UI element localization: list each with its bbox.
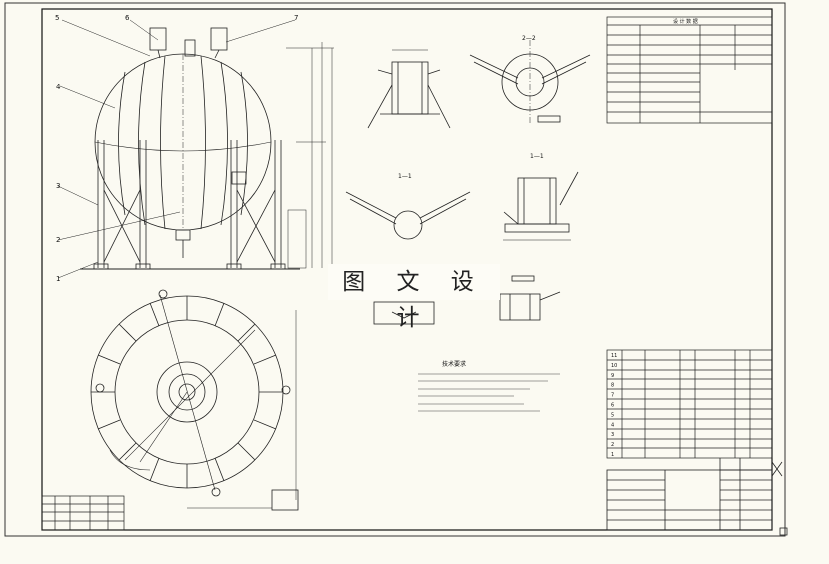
design-data-table — [606, 16, 773, 124]
drawing-border — [41, 8, 773, 531]
bom-numbers: 11 10 9 8 7 6 5 4 3 2 1 — [611, 353, 617, 458]
bom-row-number: 11 — [611, 353, 617, 359]
bom-row-number: 1 — [611, 452, 614, 458]
elevation-view — [57, 19, 334, 279]
bom-table — [606, 349, 773, 459]
bom-row-number: 3 — [611, 432, 614, 438]
callout-5: 5 — [55, 14, 59, 22]
revision-table — [41, 495, 125, 531]
watermark: 图 文 设 计 — [328, 264, 500, 331]
bom-row-number: 5 — [611, 412, 614, 418]
technical-requirements: 技术要求 — [418, 360, 560, 412]
callout-6: 6 — [125, 14, 130, 22]
bom-row-number: 9 — [611, 373, 614, 379]
bom-row-number: 8 — [611, 383, 614, 389]
section-label-2-2: 2—2 — [522, 35, 536, 42]
bom-row-number: 7 — [611, 393, 614, 399]
bom-row-number: 4 — [611, 422, 614, 428]
bom-row-number: 10 — [611, 363, 617, 369]
detail-small — [373, 275, 561, 325]
callout-4: 4 — [56, 83, 61, 91]
section-label-1-1-right: 1—1 — [530, 153, 544, 160]
callout-7: 7 — [294, 14, 298, 22]
plan-view — [90, 289, 299, 511]
spec-title: 设 计 数 据 — [673, 18, 698, 25]
callout-2: 2 — [56, 236, 60, 244]
section-label-1-1-left: 1—1 — [398, 173, 412, 180]
detail-2-2 — [367, 40, 591, 129]
bom-row-number: 2 — [611, 442, 614, 448]
corner-marks — [771, 461, 788, 536]
outer-frame — [4, 2, 786, 537]
title-block — [606, 458, 773, 531]
callout-3: 3 — [56, 182, 60, 190]
callout-1: 1 — [56, 275, 60, 283]
tech-title: 技术要求 — [442, 360, 466, 368]
detail-1-1 — [345, 171, 579, 241]
bom-row-number: 6 — [611, 403, 614, 409]
